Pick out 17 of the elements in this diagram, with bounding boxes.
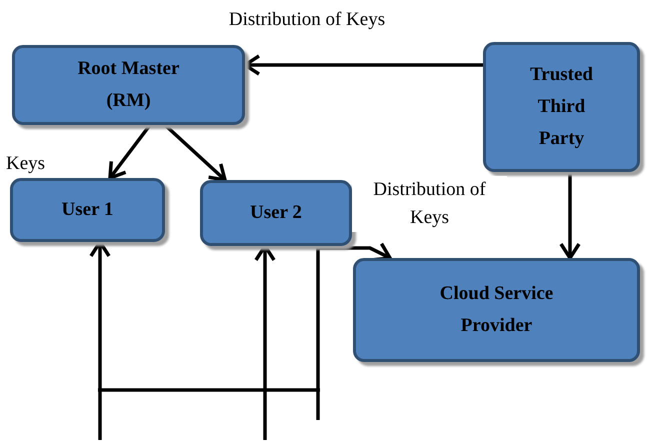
box-label: Cloud Service Provider bbox=[438, 282, 554, 338]
arrow bbox=[164, 124, 227, 182]
arrow bbox=[254, 244, 276, 440]
process-box bbox=[353, 258, 640, 362]
box-label: User 1 bbox=[60, 198, 114, 222]
box-label: Root Master (RM) bbox=[76, 57, 180, 113]
process-box bbox=[200, 180, 352, 246]
process-box bbox=[12, 45, 245, 125]
arrow bbox=[559, 172, 581, 260]
arrow bbox=[108, 124, 152, 180]
process-box bbox=[10, 178, 165, 242]
arrow bbox=[243, 54, 483, 76]
arrow bbox=[316, 242, 392, 420]
process-box bbox=[483, 42, 640, 172]
arrow bbox=[89, 240, 111, 440]
box-label: User 2 bbox=[249, 201, 303, 225]
box-label: Trusted Third Party bbox=[529, 63, 594, 151]
